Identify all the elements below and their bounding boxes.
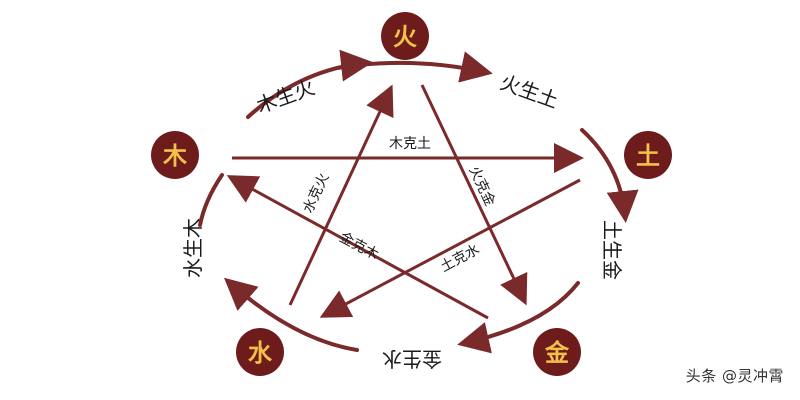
node-metal-label: 金: [544, 338, 570, 367]
node-earth: 土: [624, 131, 672, 179]
label-water-controls-fire: 水克火: [300, 171, 332, 216]
arc-metal-to-water: [457, 281, 580, 354]
label-wood-controls-earth: 木克土: [389, 136, 431, 152]
arc-earth-to-metal: [580, 128, 639, 223]
node-water-label: 水: [248, 338, 273, 367]
node-fire-label: 火: [393, 22, 417, 51]
arrow-metal-controls-wood: [226, 175, 489, 320]
arrow-earth-controls-water: [319, 178, 581, 318]
label-water-generates-wood: 水生木: [181, 218, 205, 278]
node-water: 水: [236, 328, 284, 376]
node-wood: 木: [151, 131, 199, 179]
controlling-star: [226, 84, 584, 320]
arrow-water-controls-fire: [288, 84, 394, 306]
label-metal-controls-wood: 金克木: [337, 230, 382, 264]
label-earth-generates-metal: 土生金: [600, 220, 624, 280]
arc-water-wood-upper: [198, 173, 224, 227]
label-earth-controls-water: 土克水: [438, 242, 483, 276]
watermark-text: 头条 @灵冲霄: [685, 367, 784, 385]
label-fire-generates-earth: 火生土: [497, 70, 562, 113]
arrow-fire-controls-metal: [420, 84, 528, 306]
node-fire: 火: [381, 12, 429, 60]
label-wood-generates-fire: 木生火: [253, 75, 318, 118]
label-metal-generates-water: 金生水: [382, 347, 442, 371]
node-wood-label: 木: [162, 141, 188, 170]
node-earth-label: 土: [636, 141, 660, 170]
arc-fire-to-earth-top: [335, 51, 493, 83]
arc-water-to-wood: [223, 277, 359, 352]
generating-cycle: [198, 49, 639, 354]
node-metal: 金: [533, 328, 581, 376]
